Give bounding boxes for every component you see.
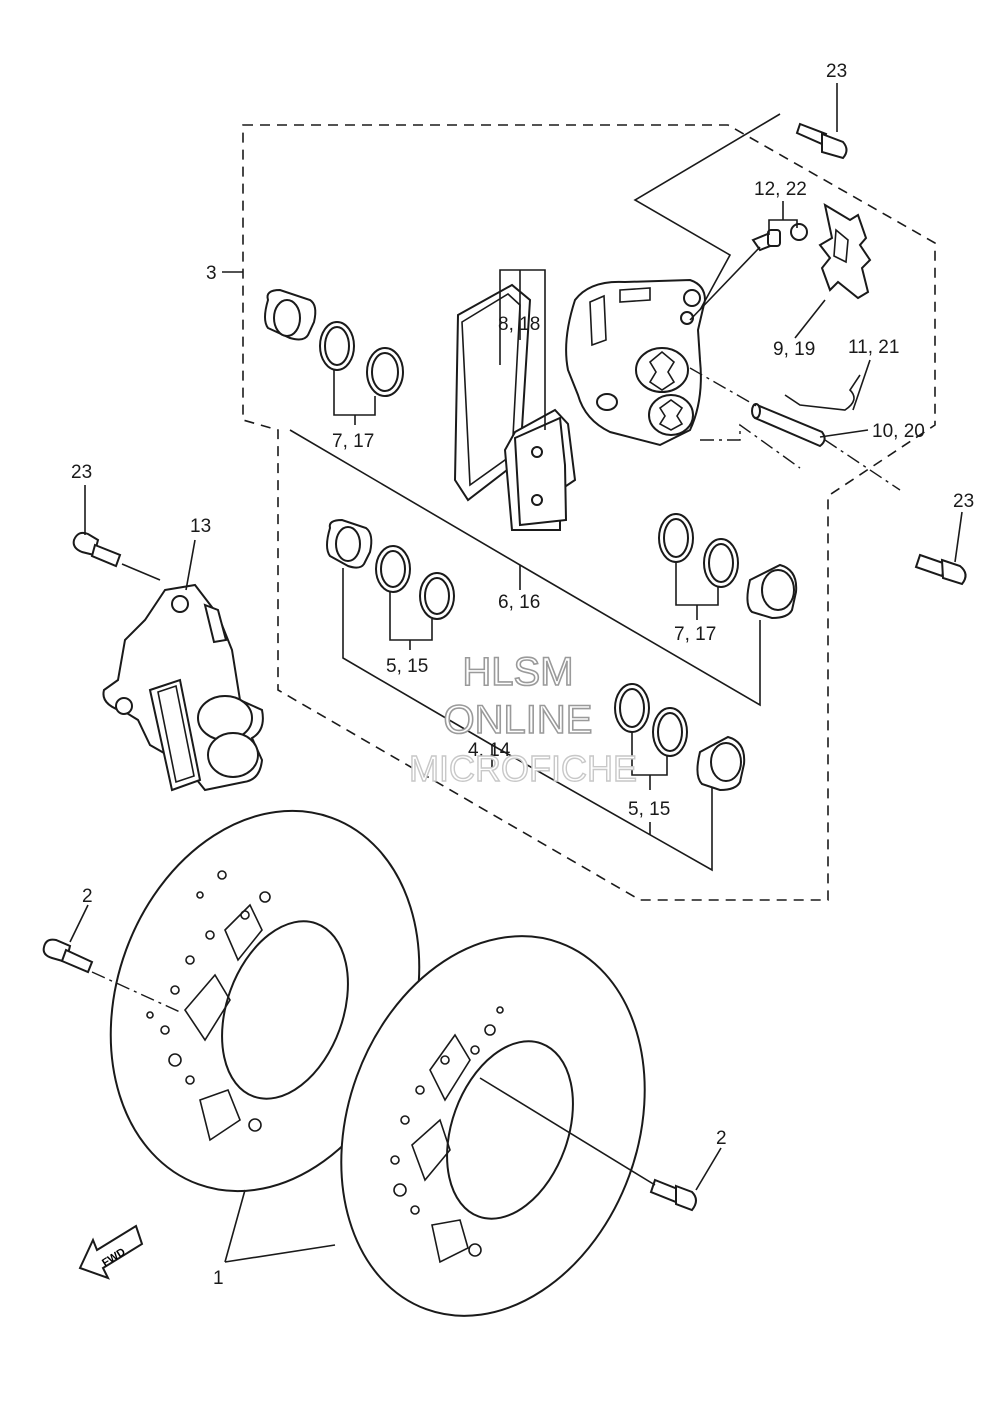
- callout-7-17-top: 7, 17: [332, 431, 374, 452]
- caliper-body-rear: [565, 278, 707, 447]
- bolt-2-left: [42, 938, 94, 974]
- axis-line-caliper: [689, 367, 901, 491]
- callout-23-left: 23: [71, 462, 92, 483]
- piston-bottom: [696, 735, 746, 792]
- callout-3: 3: [206, 263, 217, 284]
- callout-23-right: 23: [953, 491, 974, 512]
- leader-bleed-to-caliper: [689, 246, 761, 321]
- callout-5-15-mid: 5, 15: [386, 656, 428, 677]
- callout-2-right: 2: [716, 1128, 727, 1149]
- seal-ring-bottom-b: [652, 707, 688, 757]
- piston-right: [746, 563, 798, 620]
- leader-2-left: [69, 904, 89, 943]
- leader-2-right: [695, 1147, 722, 1191]
- leader-1: [224, 1189, 336, 1263]
- watermark-line3: MICROFICHE: [409, 748, 637, 789]
- leader-5-15-bottom: [631, 732, 668, 835]
- callout-1: 1: [213, 1268, 224, 1289]
- assembly-boundary: [242, 124, 936, 901]
- seal-ring-mid-a: [375, 545, 411, 593]
- axis-bolt-2-right: [479, 1077, 656, 1186]
- bolt-23-right: [914, 553, 967, 586]
- watermark: HLSM ONLINE MICROFICHE: [408, 649, 637, 790]
- leader-13: [185, 539, 196, 591]
- bolt-23-left: [72, 531, 122, 568]
- bolt-2-right: [649, 1178, 697, 1212]
- callout-12-22: 12, 22: [754, 179, 807, 200]
- seal-ring-mid-b: [419, 572, 455, 620]
- pad-spring: [818, 202, 872, 300]
- piston-top: [264, 288, 317, 341]
- callout-11-21: 11, 21: [848, 337, 899, 358]
- leader-11-21: [852, 359, 871, 411]
- bolt-23-top: [795, 122, 848, 160]
- leader-6-16: [289, 429, 761, 707]
- brake-disc-left: [109, 809, 421, 1193]
- leader-8-18: [499, 269, 546, 430]
- brake-disc-right: [340, 935, 646, 1317]
- leader-bolt23-left-to-caliper: [121, 563, 161, 581]
- leader-bolt23-to-caliper: [633, 113, 781, 311]
- leader-7-17-right: [675, 562, 719, 620]
- callout-5-15-bottom: 5, 15: [628, 799, 670, 820]
- caliper-front: [102, 583, 264, 792]
- callout-2-left: 2: [82, 886, 93, 907]
- leader-23-right: [954, 511, 963, 563]
- brake-pad-rear: [503, 408, 577, 531]
- leader-9-19: [794, 299, 826, 339]
- callout-13: 13: [190, 516, 211, 537]
- piston-mid-left: [326, 518, 373, 569]
- pin-clip: [784, 374, 861, 411]
- fwd-arrow-icon: FWD: [78, 1224, 144, 1280]
- callout-23-top: 23: [826, 61, 847, 82]
- callout-9-19: 9, 19: [773, 339, 815, 360]
- callout-4-14: 4, 14: [468, 740, 511, 761]
- seal-ring-right-b: [703, 538, 739, 588]
- leader-10-20: [819, 429, 869, 438]
- callout-10-20: 10, 20: [872, 421, 925, 442]
- leader-7-17-top: [333, 370, 376, 425]
- watermark-line2: ONLINE: [444, 698, 593, 742]
- leader-12-22: [768, 201, 798, 235]
- seal-ring-right-a: [658, 513, 694, 563]
- seal-ring-bottom-a: [614, 683, 650, 733]
- axis-bolt-2-left: [91, 971, 181, 1013]
- callout-7-17-right: 7, 17: [674, 624, 716, 645]
- callout-8-18: 8, 18: [498, 314, 540, 335]
- seal-ring-b: [366, 347, 404, 397]
- callout-6-16: 6, 16: [498, 592, 540, 613]
- bleed-screw: [751, 223, 808, 252]
- seal-ring-a: [319, 321, 355, 371]
- leader-5-15-mid: [389, 592, 433, 650]
- pad-pin: [751, 403, 826, 448]
- watermark-line1: HLSM: [462, 650, 573, 694]
